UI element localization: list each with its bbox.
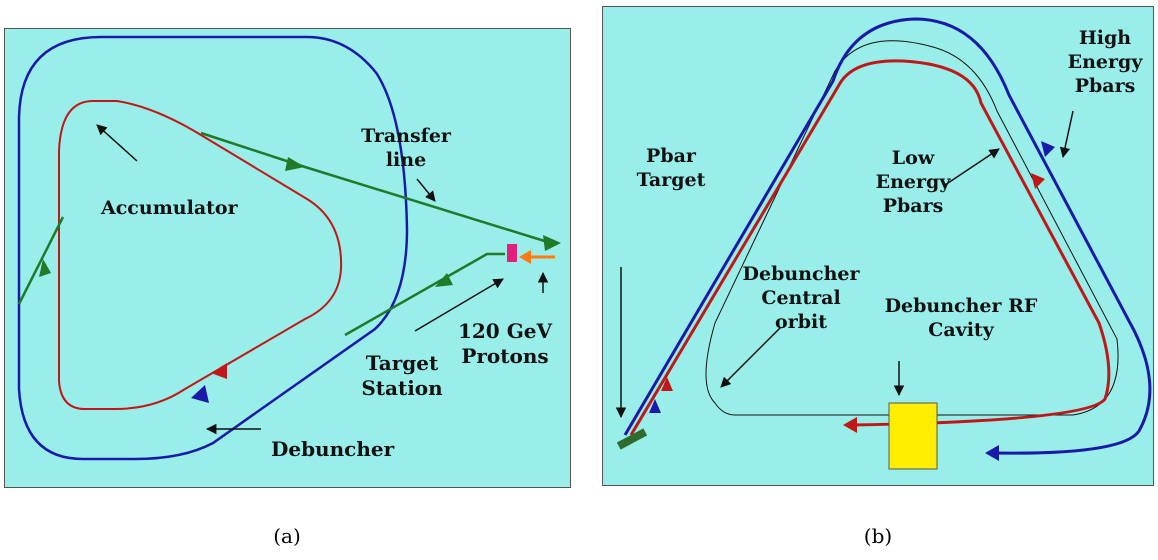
high-energy-pbar-arrowhead [985, 445, 999, 461]
accumulator-direction-arrow [211, 363, 227, 379]
panel-a-drawing [17, 35, 561, 461]
low-energy-direction-arrow [1031, 173, 1045, 189]
debuncher-rf-cavity [888, 402, 938, 470]
pbar-red-direction-arrow [661, 377, 673, 391]
label-target-station: Target Station [361, 351, 443, 400]
transfer-line-left [17, 216, 65, 305]
caption-a: (a) [273, 524, 301, 548]
caption-b: (b) [863, 524, 893, 548]
target-station-block [507, 244, 517, 262]
debuncher-ring [17, 35, 409, 461]
accumulator-pointer [96, 124, 138, 162]
label-debuncher-rf-cavity: Debuncher RF Cavity [884, 295, 1038, 341]
debuncher-direction-arrow [191, 385, 209, 403]
transfer-line-arrowhead [543, 235, 561, 251]
label-low-energy-pbars: Low Energy Pbars [875, 147, 951, 217]
label-120-gev-protons: 120 GeV Protons [457, 319, 553, 368]
low-energy-pbar-path [629, 59, 1111, 436]
transfer-arrow-lower [435, 273, 453, 287]
transfer-arrow-upper [285, 157, 305, 171]
panel-b-drawing [615, 17, 1152, 470]
label-pbar-target: Pbar Target [636, 145, 706, 191]
panel-a-accumulator-debuncher-diagram: Transfer line Accumulator 120 GeV Proton… [4, 28, 571, 488]
panel-b-debuncher-diagram: High Energy Pbars Pbar Target Low Energy… [602, 6, 1154, 486]
label-debuncher-central-orbit: Debuncher Central orbit [742, 263, 860, 333]
high-energy-direction-arrow [1041, 141, 1055, 157]
low-energy-pointer [944, 148, 1000, 186]
low-energy-pbar-arrowhead [843, 417, 857, 433]
label-transfer-line: Transfer line [361, 125, 451, 171]
label-high-energy-pbars: High Energy Pbars [1067, 27, 1143, 97]
pbar-blue-direction-arrow [649, 399, 661, 413]
high-energy-pointer [1059, 110, 1074, 159]
transfer-arrow-left [39, 259, 51, 277]
label-accumulator: Accumulator [101, 197, 238, 219]
central-orbit-pointer [720, 326, 782, 388]
transfer-line-lower [344, 252, 505, 337]
high-energy-pbar-path [623, 17, 1152, 455]
pbar-target-block [616, 428, 648, 450]
debuncher-central-orbit [705, 40, 1119, 416]
proton-beam-arrowhead [519, 250, 531, 264]
label-debuncher: Debuncher [271, 437, 395, 461]
target-station-pointer [414, 278, 504, 332]
transfer-line-pointer [416, 178, 436, 202]
accumulator-ring [58, 100, 343, 410]
